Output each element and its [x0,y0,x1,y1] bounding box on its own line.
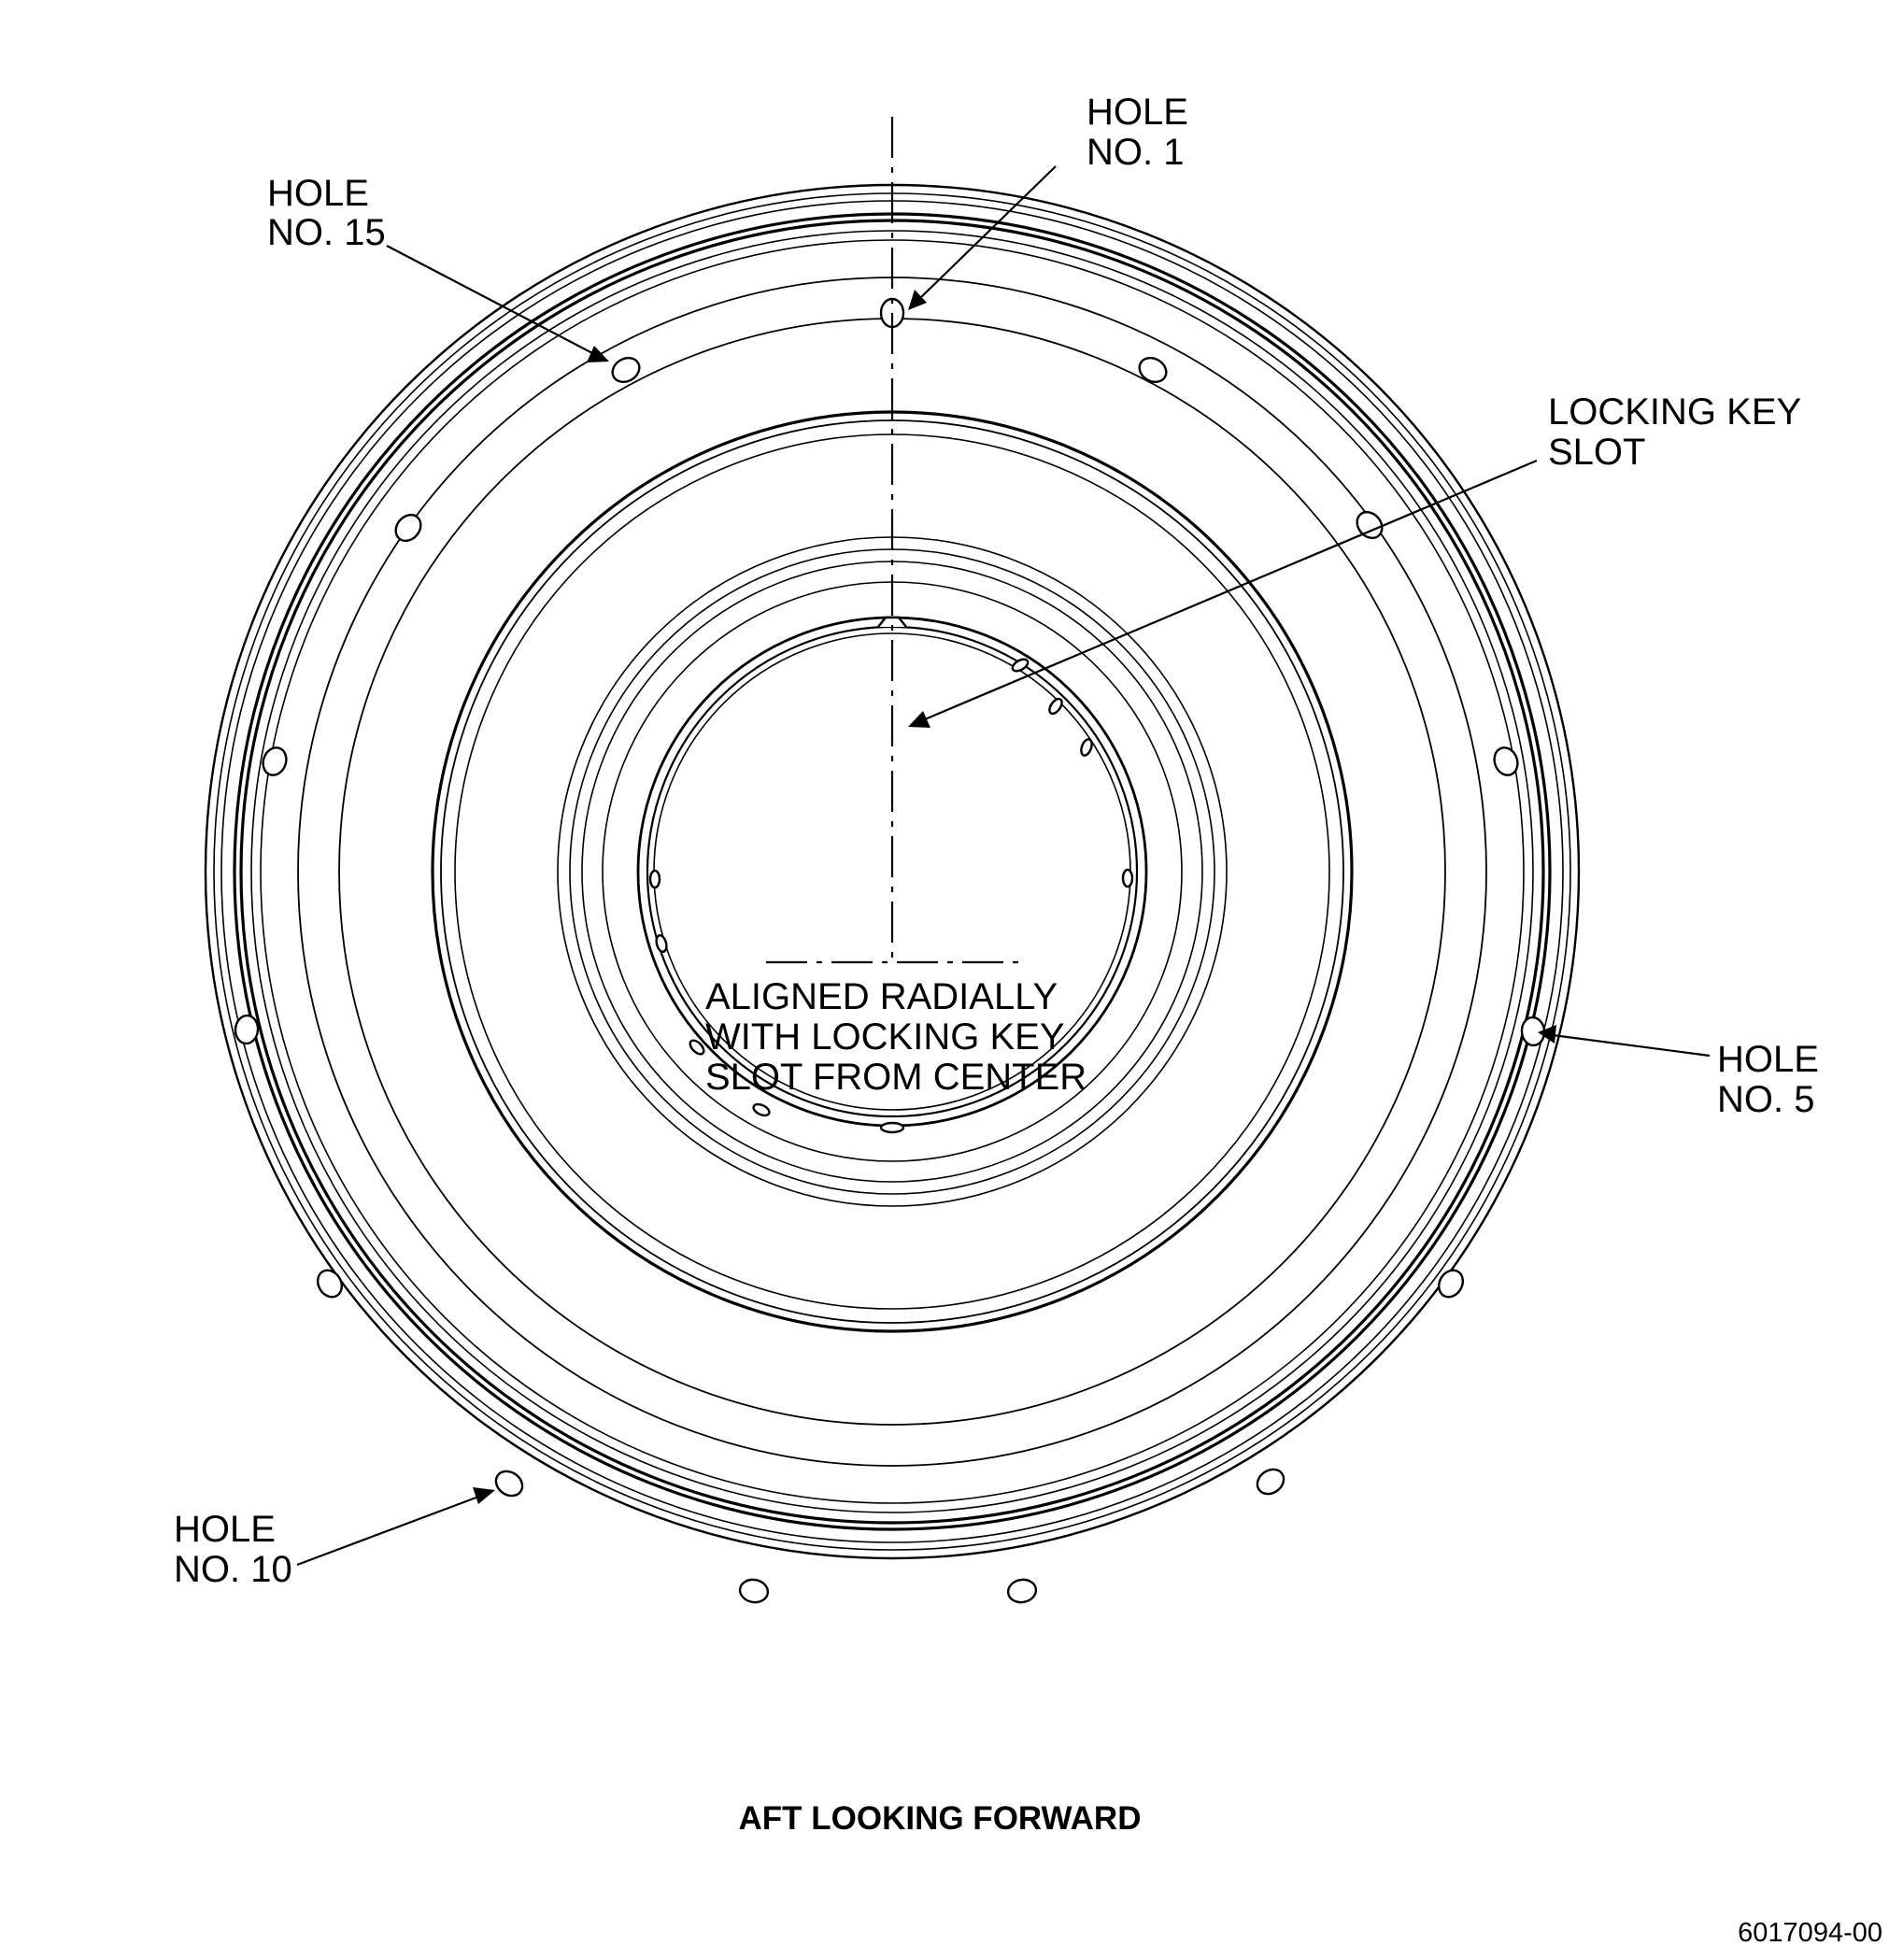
document-number: 6017094-00 [1738,1918,1882,1948]
bolt-hole [1493,746,1519,776]
bolt-hole [1437,1269,1465,1299]
label-hole-15: HOLE NO. 15 [267,173,386,253]
label-locking-key-slot: LOCKING KEY SLOT [1548,391,1811,473]
label-aligned-note: ALIGNED RADIALLY WITH LOCKING KEY SLOT F… [705,976,1087,1098]
label-hole-10: HOLE NO. 10 [174,1509,292,1590]
bolt-hole [1138,356,1168,384]
view-caption: AFT LOOKING FORWARD [739,1800,1142,1837]
leader-hole-5 [1538,1025,1711,1058]
label-hole-5: HOLE NO. 5 [1717,1039,1829,1120]
bolt-hole [738,1578,770,1604]
bolt-hole [394,513,422,543]
label-hole-1: HOLE NO. 1 [1087,92,1199,173]
leader-hole-15 [386,245,609,362]
locking-key-slot [877,616,907,628]
leader-hole-1 [908,165,1057,310]
leader-locking-key-slot [908,459,1538,728]
bolt-hole [611,356,641,384]
bolt-holes [234,297,1546,1604]
bolt-hole [1256,1468,1285,1496]
bolt-hole [1006,1578,1038,1604]
bolt-hole [1356,510,1384,540]
center-lines [766,117,1018,964]
bolt-hole [234,1014,260,1045]
leader-hole-10 [296,1487,495,1567]
bolt-hole [316,1269,344,1299]
bore [636,616,1148,1134]
bolt-hole [262,746,288,776]
bore-notches [648,658,1134,1134]
bolt-hole [494,1470,524,1498]
